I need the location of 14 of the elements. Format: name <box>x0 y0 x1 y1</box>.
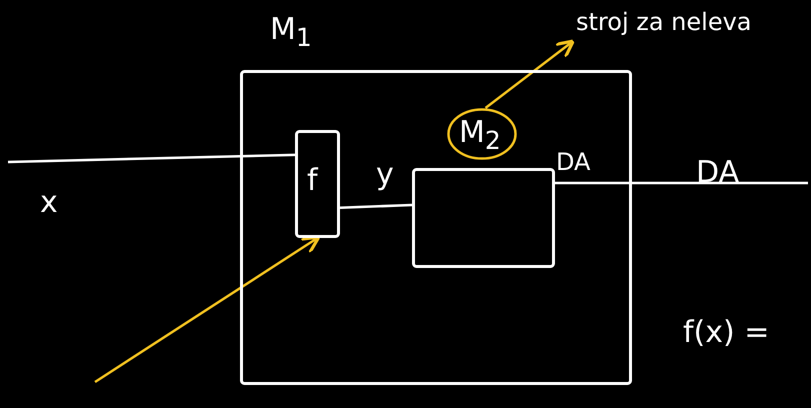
box-heading: M$_{1}$ <box>270 15 312 50</box>
input-line <box>8 154 296 164</box>
function-label: f <box>307 166 318 196</box>
note-text: stroj za neleva <box>576 10 752 34</box>
pointer-arrow <box>94 236 320 384</box>
edge-label: DA <box>696 158 740 188</box>
pointer-arrow <box>484 39 575 109</box>
model-label: M$_{2}$ <box>459 118 501 153</box>
output-label: DA <box>556 150 590 174</box>
edge-label: x <box>40 188 58 218</box>
connector-line <box>340 204 412 209</box>
output-line <box>555 182 808 184</box>
edge-label: y <box>376 160 394 190</box>
formula-text: f(x) = <box>683 318 770 348</box>
